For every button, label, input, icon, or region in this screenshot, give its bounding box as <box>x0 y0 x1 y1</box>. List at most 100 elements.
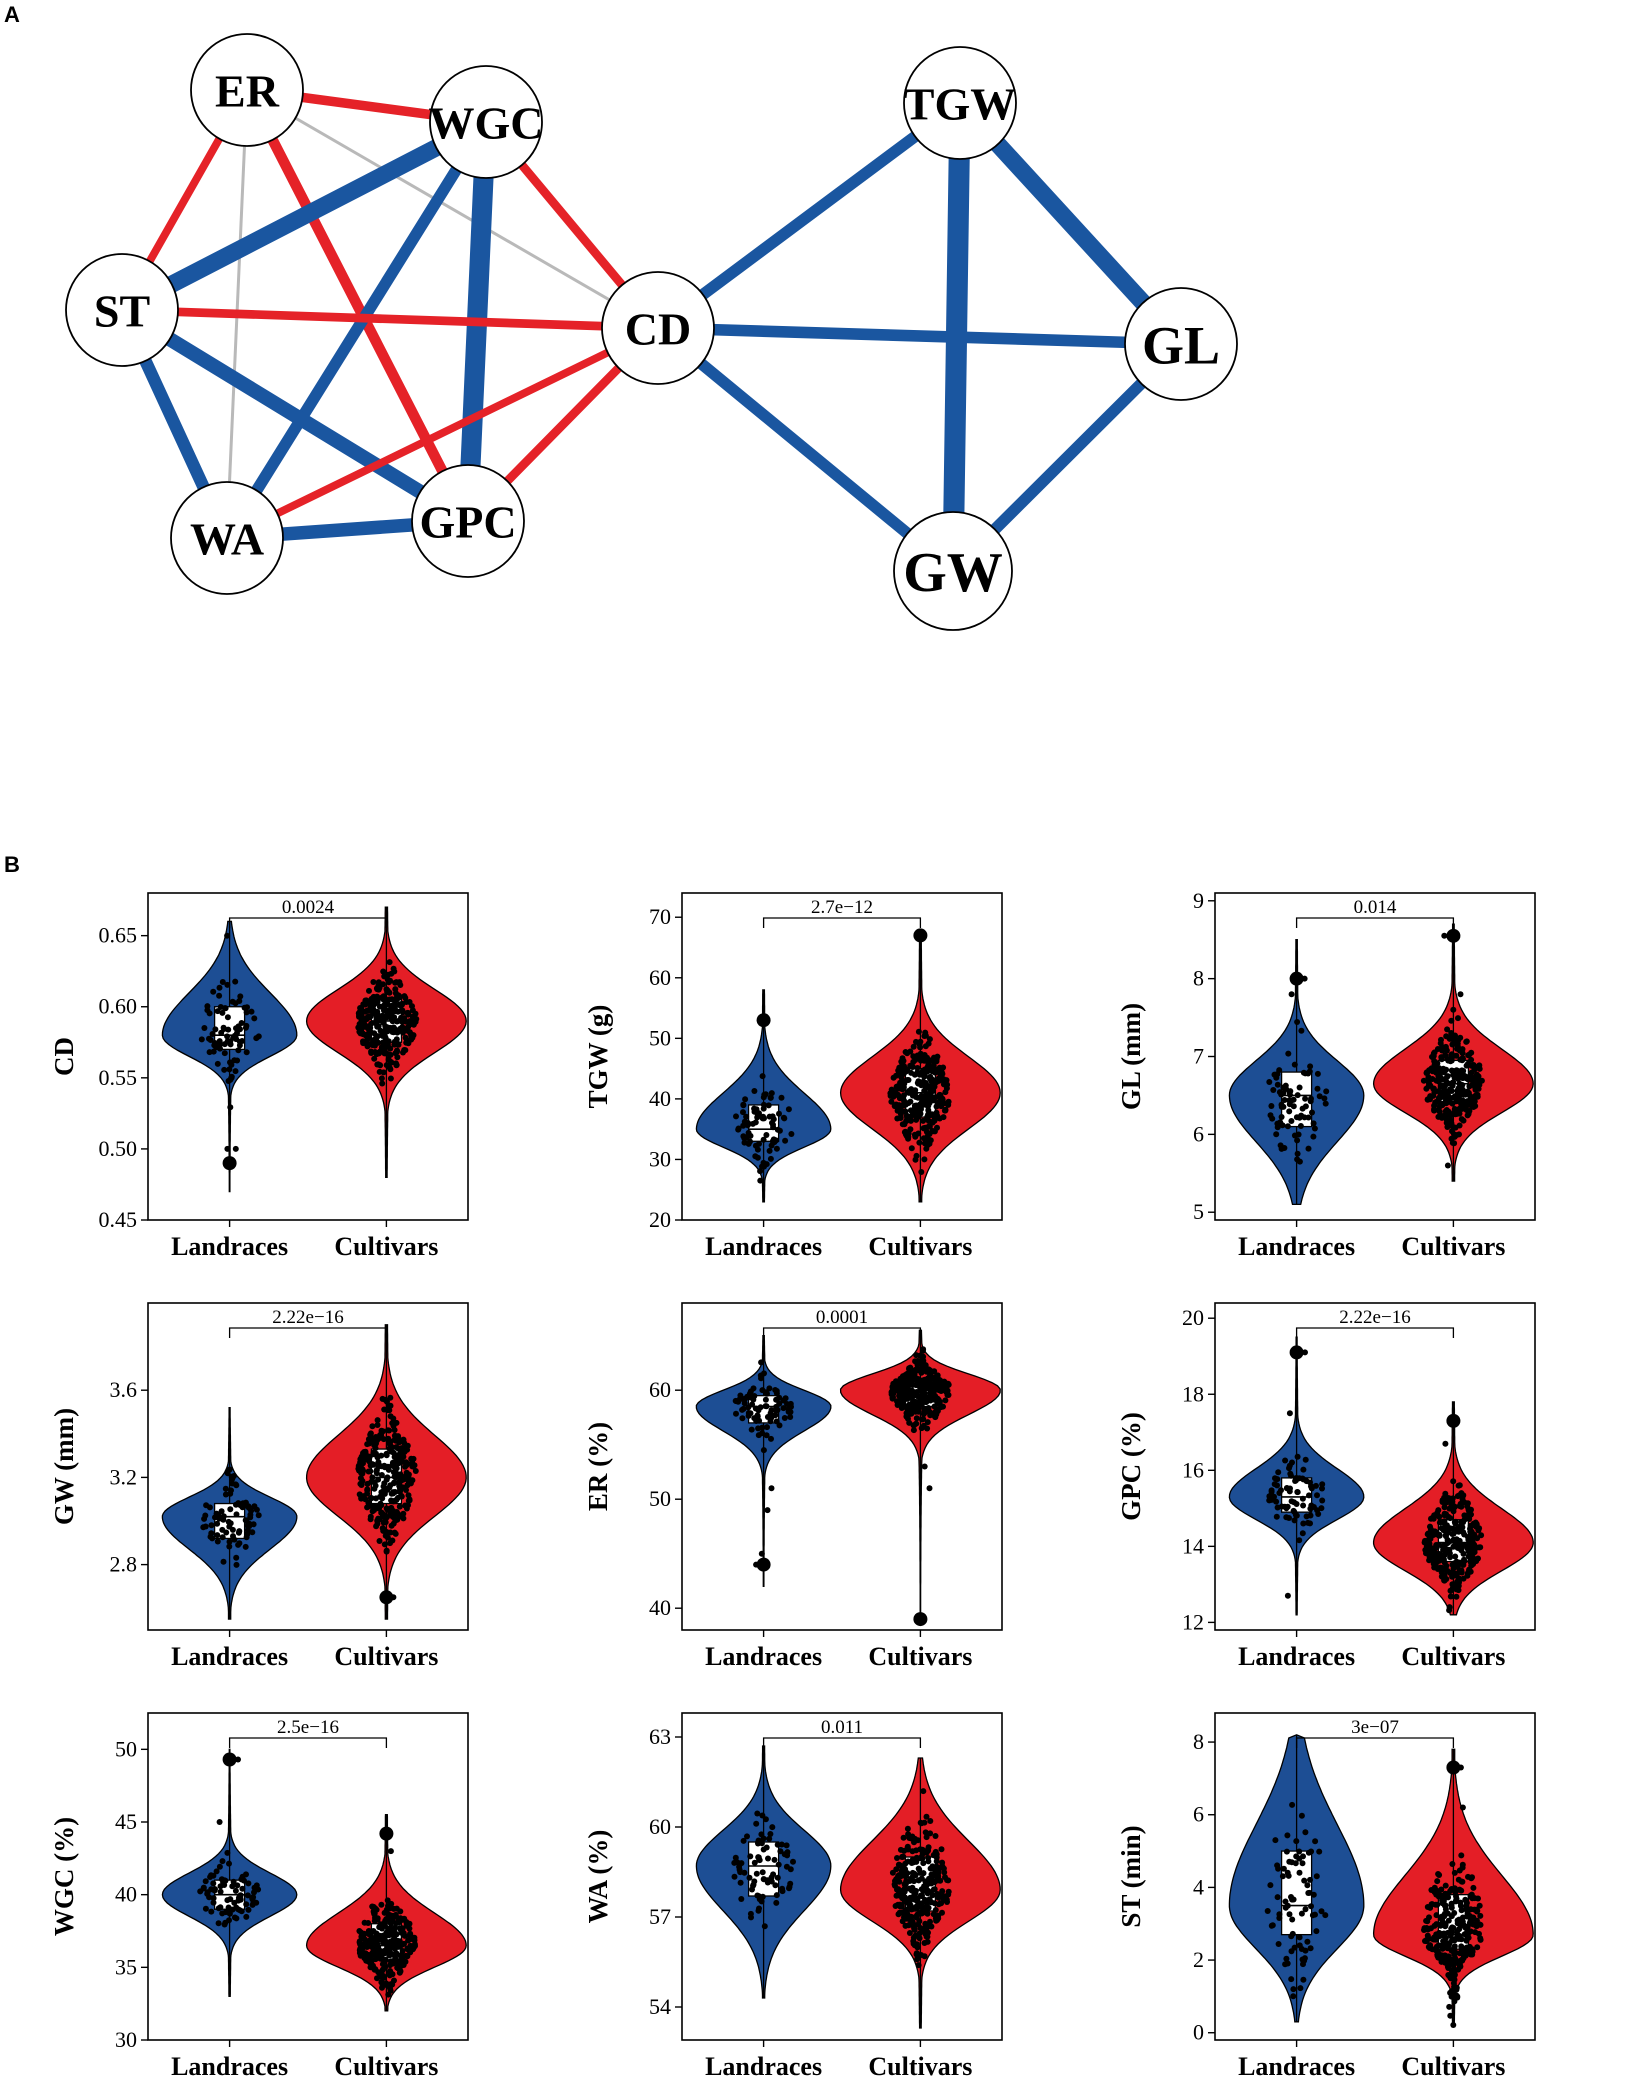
significance-bracket: 2.22e−16 <box>1295 1307 1455 1338</box>
node-gl: GL <box>1124 287 1238 401</box>
data-point <box>1441 932 1448 939</box>
data-point <box>1424 1096 1431 1103</box>
data-point <box>393 1062 400 1068</box>
p-value-label: 2.22e−16 <box>272 1307 343 1328</box>
significance-bracket: 0.011 <box>762 1717 922 1748</box>
data-point <box>931 1054 937 1061</box>
significance-bracket: 0.0024 <box>228 897 388 928</box>
data-point <box>755 1854 762 1861</box>
data-point <box>1449 1139 1456 1146</box>
data-point <box>1293 1838 1300 1845</box>
data-point <box>1296 1537 1303 1544</box>
data-point <box>374 1975 380 1982</box>
data-point <box>1434 1060 1441 1067</box>
data-point <box>1452 1553 1459 1560</box>
data-point <box>228 1073 235 1080</box>
data-point <box>1450 1565 1457 1572</box>
data-point <box>1286 1108 1293 1115</box>
data-point <box>913 1366 920 1373</box>
data-point <box>908 1112 915 1119</box>
data-point <box>1454 1917 1461 1924</box>
data-point <box>372 1000 379 1007</box>
data-point <box>754 1810 761 1817</box>
data-point <box>903 1410 910 1417</box>
data-point <box>902 1101 909 1108</box>
data-point <box>1440 1044 1447 1051</box>
data-point <box>932 1907 939 1913</box>
data-point <box>1282 1961 1289 1968</box>
data-point <box>1306 1068 1313 1075</box>
panel-label-b: B <box>4 852 20 877</box>
data-point <box>1456 1047 1463 1054</box>
data-point <box>1284 1832 1291 1839</box>
data-point <box>1276 1915 1283 1921</box>
data-point <box>1280 1865 1287 1872</box>
data-point <box>359 1470 366 1477</box>
data-point <box>934 1124 940 1131</box>
data-point <box>1433 1947 1439 1954</box>
y-tick-label: 12 <box>1182 1609 1204 1634</box>
data-point <box>1277 1142 1284 1149</box>
node-circle <box>429 65 543 179</box>
data-point <box>923 1082 930 1089</box>
node-circle <box>411 464 525 578</box>
data-point <box>753 1820 760 1827</box>
data-point <box>386 1931 393 1938</box>
violin-landraces <box>1228 1336 1365 1616</box>
x-category-label-landraces: Landraces <box>171 1642 288 1671</box>
data-point <box>1283 1485 1290 1491</box>
data-point <box>371 1055 378 1062</box>
data-point <box>1444 1567 1451 1574</box>
data-point <box>228 1473 235 1480</box>
data-point <box>371 1917 378 1924</box>
data-point <box>370 1903 377 1910</box>
data-point <box>759 1869 766 1876</box>
data-point <box>918 1892 925 1899</box>
data-point <box>1439 1945 1446 1952</box>
data-point <box>920 1788 927 1795</box>
data-point <box>1463 1038 1470 1045</box>
data-point <box>1439 1525 1446 1532</box>
data-point <box>371 1030 378 1037</box>
data-point <box>1451 1910 1458 1916</box>
x-category-label-landraces: Landraces <box>1238 1232 1355 1261</box>
data-point <box>930 1118 937 1125</box>
data-point <box>777 1848 784 1855</box>
data-point <box>380 1428 386 1435</box>
data-point <box>209 1031 216 1037</box>
data-point <box>202 1905 209 1912</box>
data-point <box>223 1529 230 1536</box>
data-point <box>1467 1098 1474 1105</box>
data-point <box>369 1423 376 1430</box>
data-point <box>907 1381 914 1388</box>
data-point <box>1268 1487 1275 1494</box>
data-point <box>1453 1098 1460 1105</box>
data-point <box>748 1914 754 1921</box>
points <box>1421 1413 1485 1614</box>
data-point <box>395 1433 402 1440</box>
data-point <box>1282 1457 1289 1464</box>
data-point <box>1274 1120 1281 1127</box>
data-point <box>1474 1944 1481 1951</box>
data-point <box>394 1018 400 1025</box>
data-point <box>1437 1564 1444 1571</box>
data-point <box>751 1393 758 1399</box>
data-point <box>907 1117 914 1124</box>
data-point <box>1449 1925 1456 1931</box>
outlier-marker <box>222 1156 237 1171</box>
data-point <box>1288 1097 1295 1104</box>
data-point <box>380 1029 387 1036</box>
data-point <box>1473 1558 1480 1565</box>
data-point <box>920 1904 927 1911</box>
data-point <box>773 1145 780 1152</box>
data-point <box>1299 1530 1306 1537</box>
data-point <box>1466 1051 1473 1058</box>
data-point <box>909 1848 916 1855</box>
points <box>198 932 262 1171</box>
data-point <box>901 1894 908 1901</box>
data-point <box>1467 1568 1474 1575</box>
data-point <box>1443 1078 1450 1085</box>
data-point <box>390 1498 397 1505</box>
data-point <box>371 1937 378 1944</box>
data-point <box>1427 1535 1434 1542</box>
